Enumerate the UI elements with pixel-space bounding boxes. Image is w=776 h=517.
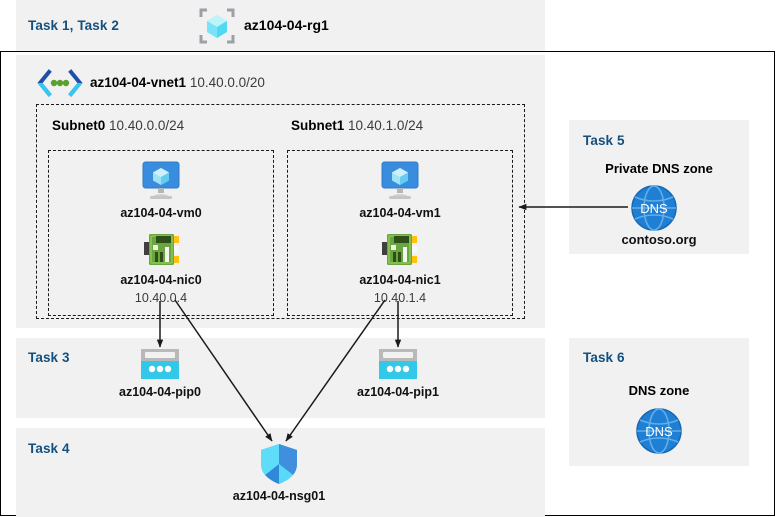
nsg-label: az104-04-nsg01 — [232, 489, 326, 503]
nic0-ip: 10.40.0.4 — [134, 291, 188, 305]
public-dns-title: DNS zone — [628, 383, 690, 398]
subnet1-cidr: 10.40.1.0/24 — [348, 118, 424, 133]
vnet-boundary — [36, 104, 525, 319]
svg-text:DNS: DNS — [645, 424, 673, 439]
virtual-machine-icon — [139, 160, 183, 200]
virtual-network-icon — [37, 69, 83, 97]
task-label-nsg: Task 4 — [28, 441, 70, 456]
svg-text:DNS: DNS — [640, 201, 668, 216]
nic1-ip: 10.40.1.4 — [373, 291, 427, 305]
vnet-cidr: 10.40.0.0/20 — [189, 75, 265, 90]
subnet0-boundary — [48, 150, 274, 316]
vm1-label: az104-04-vm1 — [359, 206, 441, 220]
vnet-panel — [16, 55, 545, 328]
nic0-label: az104-04-nic0 — [120, 273, 202, 287]
subnet1-header: Subnet1 10.40.1.0/24 — [291, 118, 423, 133]
network-interface-icon — [381, 232, 419, 268]
vnet-header: az104-04-vnet1 10.40.0.0/20 — [90, 75, 265, 90]
subnet1-boundary — [287, 150, 513, 316]
public-ip-panel — [16, 338, 545, 418]
private-dns-name: contoso.org — [621, 232, 697, 247]
task-label-private-dns: Task 5 — [583, 133, 625, 148]
vnet-name: az104-04-vnet1 — [90, 75, 187, 90]
dns-zone-icon: DNS — [631, 185, 677, 231]
task-label-public-dns: Task 6 — [583, 350, 625, 365]
subnet0-header: Subnet0 10.40.0.0/24 — [52, 118, 184, 133]
nic1-label: az104-04-nic1 — [359, 273, 441, 287]
subnet1-name: Subnet1 — [291, 118, 345, 133]
public-ip-address-icon — [379, 349, 417, 379]
task-label-public-ip: Task 3 — [28, 350, 70, 365]
pip0-label: az104-04-pip0 — [119, 385, 201, 399]
subnet0-cidr: 10.40.0.0/24 — [109, 118, 185, 133]
public-ip-address-icon — [141, 349, 179, 379]
virtual-machine-icon — [378, 160, 422, 200]
resource-group-panel — [16, 0, 545, 51]
resource-group-name: az104-04-rg1 — [244, 17, 329, 33]
resource-group-icon — [198, 8, 236, 44]
subnet0-name: Subnet0 — [52, 118, 106, 133]
vm0-label: az104-04-vm0 — [120, 206, 202, 220]
task-label-resource-group: Task 1, Task 2 — [28, 18, 119, 33]
dns-zone-icon: DNS — [636, 408, 682, 454]
network-interface-icon — [143, 232, 181, 268]
private-dns-title: Private DNS zone — [605, 161, 713, 176]
pip1-label: az104-04-pip1 — [357, 385, 439, 399]
network-security-group-icon — [260, 443, 298, 485]
